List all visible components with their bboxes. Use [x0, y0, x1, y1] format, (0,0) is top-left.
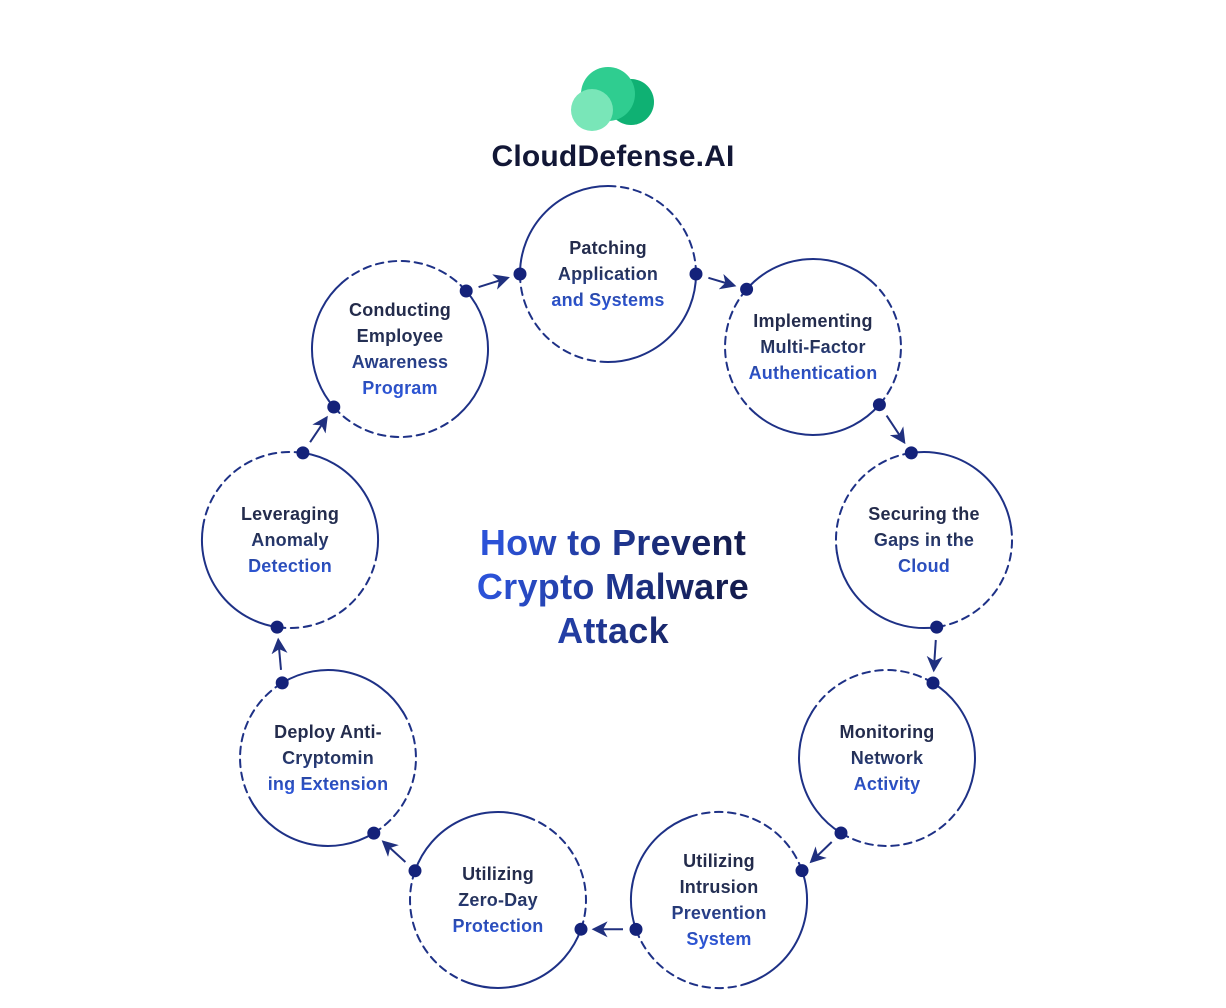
connector-dot — [275, 676, 289, 690]
connector-dot — [930, 620, 944, 634]
connector-dot — [795, 864, 809, 878]
node-arc — [932, 682, 976, 805]
node-arc — [754, 403, 881, 436]
node-arc — [747, 869, 809, 984]
title-line: Crypto Malware — [476, 566, 750, 607]
node-arc — [341, 260, 468, 292]
connector-dot — [513, 267, 527, 281]
flow-arrow — [708, 273, 737, 290]
connector-dot — [872, 398, 886, 412]
node-arc — [239, 681, 284, 805]
flow-arrow — [885, 415, 906, 445]
node-arc — [798, 711, 842, 834]
node-arc — [201, 450, 304, 529]
connector-dot — [574, 922, 588, 936]
connector-dot — [629, 922, 643, 936]
node-arc — [332, 406, 459, 438]
connector-dot — [904, 446, 918, 460]
connector-dot — [408, 864, 422, 878]
connector-dot — [740, 282, 754, 296]
connector-dot — [459, 284, 473, 298]
node-securing-the-gaps-in-the-cloud — [835, 446, 1013, 634]
node-arc — [519, 185, 609, 275]
flow-arrow — [271, 637, 288, 670]
node-arc — [414, 811, 529, 872]
node-arc — [811, 669, 934, 713]
node-arc — [607, 185, 697, 275]
node-arc — [629, 816, 691, 931]
title-line: Attack — [557, 610, 669, 651]
node-arc — [372, 711, 417, 835]
connector-dot — [327, 400, 341, 414]
diagram-title: How to Prevent Crypto Malware Attack — [477, 521, 749, 653]
node-arc — [409, 869, 470, 984]
node-arc — [910, 451, 1013, 529]
node-arc — [935, 526, 1013, 629]
node-arc — [688, 810, 803, 872]
node-arc — [200, 526, 279, 629]
node-deploy-anti-cryptomining-extension — [239, 669, 417, 847]
node-arc — [467, 928, 582, 989]
connector-dot — [367, 826, 381, 840]
node-conducting-employee-awareness-program — [311, 260, 489, 438]
flow-arrow — [478, 274, 510, 290]
node-arc — [276, 551, 379, 630]
node-arc — [457, 290, 489, 417]
node-arc — [311, 281, 343, 408]
node-arc — [724, 288, 757, 415]
flow-arrow — [309, 415, 328, 443]
title-line: How to Prevent — [479, 522, 747, 563]
node-monitoring-network-activity — [798, 669, 976, 847]
node-arc — [519, 273, 609, 363]
node-patching-application-and-systems — [513, 185, 703, 363]
node-arc — [607, 273, 697, 363]
flow-arrow — [809, 841, 833, 864]
node-arc — [835, 451, 913, 554]
node-implementing-multi-factor-authentication — [724, 258, 902, 436]
node-arc — [635, 928, 750, 990]
node-arc — [301, 451, 380, 554]
flow-arrow — [926, 639, 943, 673]
node-leveraging-anomaly-detection — [200, 446, 380, 634]
connector-dot — [926, 676, 940, 690]
node-arc — [281, 669, 405, 714]
node-arc — [251, 802, 375, 847]
connector-dot — [689, 267, 703, 281]
node-utilizing-intrusion-prevention-system — [629, 810, 809, 990]
connector-dot — [270, 620, 284, 634]
node-arc — [840, 803, 963, 847]
node-arc — [835, 551, 938, 629]
connector-dot — [834, 826, 848, 840]
node-arc — [526, 816, 587, 931]
node-utilizing-zero-day-protection — [408, 811, 588, 989]
flow-arrow — [381, 840, 407, 863]
node-arc — [869, 279, 902, 406]
node-arc — [745, 258, 872, 291]
connector-dot — [296, 446, 310, 460]
